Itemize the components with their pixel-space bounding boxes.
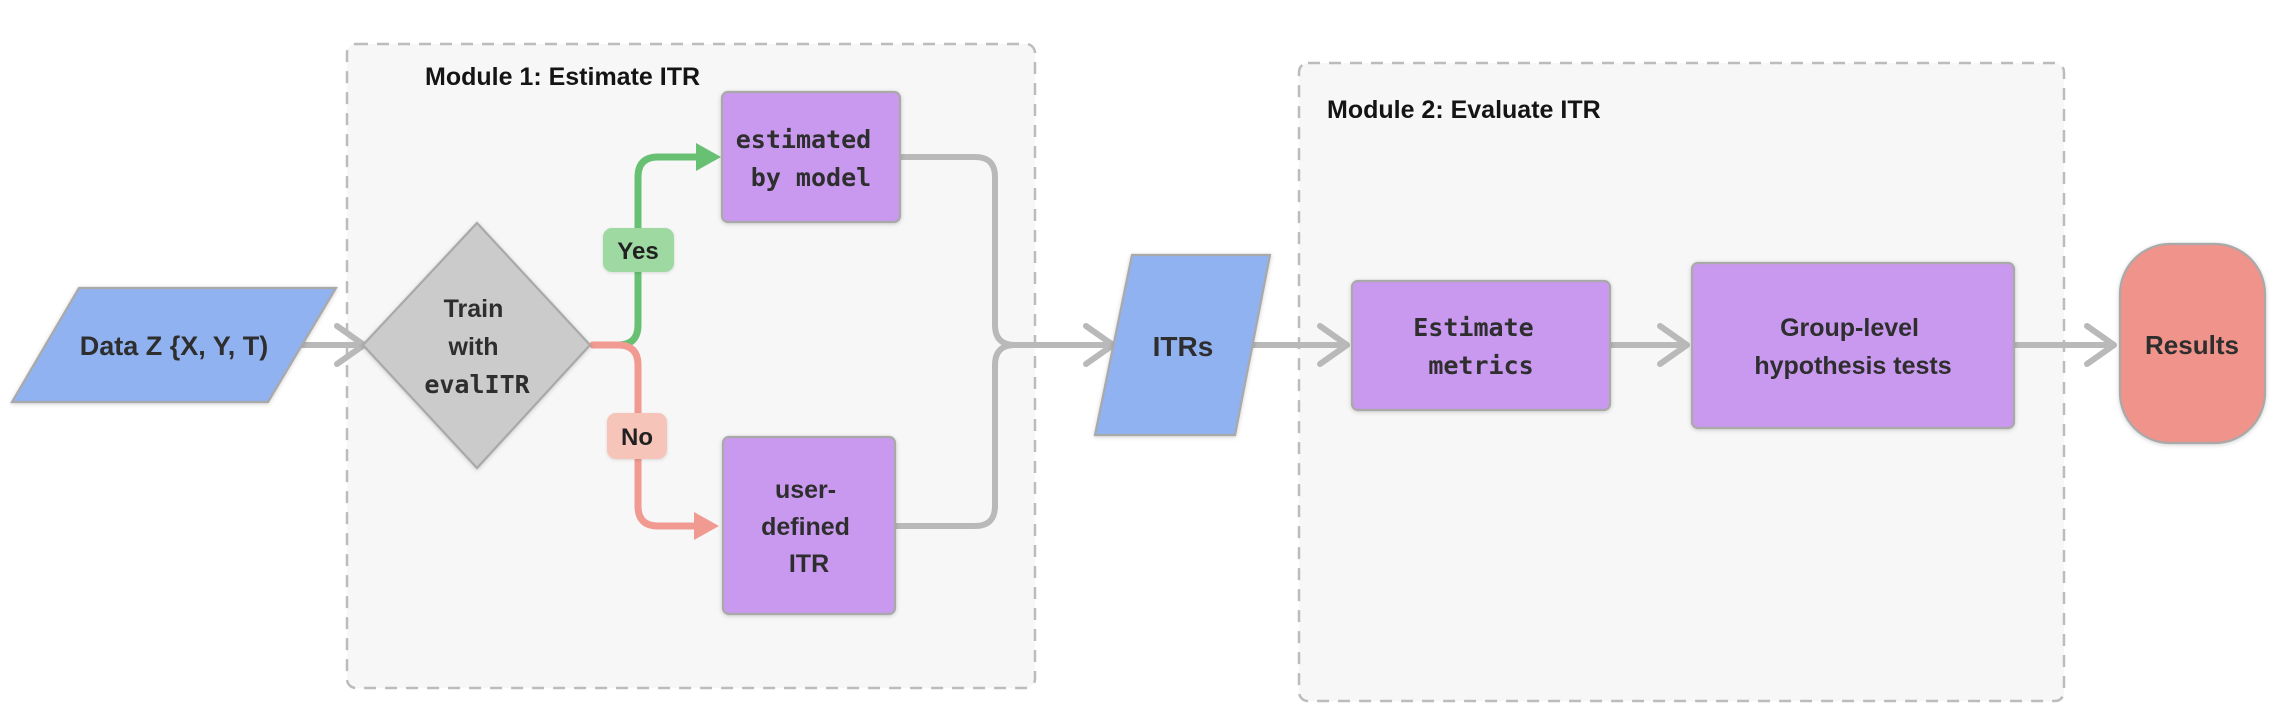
decision-label-line-1: Train	[444, 295, 504, 323]
arrowhead-tests-to-results-icon	[2084, 323, 2117, 367]
data-input-label: Data Z {X, Y, T)	[80, 331, 269, 361]
data-input-node: Data Z {X, Y, T)	[10, 286, 338, 404]
no-badge-shape	[607, 413, 667, 459]
decision-label-line-3: evalITR	[424, 370, 530, 399]
yes-badge-shape	[603, 228, 674, 272]
group-level-tests-line-1: Group-level	[1780, 314, 1919, 342]
user-defined-itr-shape	[721, 435, 897, 616]
user-defined-itr-line-1: user-	[775, 476, 836, 504]
no-badge: No	[607, 413, 667, 459]
arrowhead-yes-branch-icon	[696, 143, 721, 171]
results-node: Results	[2118, 242, 2267, 445]
user-defined-itr-line-2: defined	[761, 513, 850, 541]
estimated-by-model-label: estimated by model	[736, 125, 887, 192]
estimate-metrics-shape	[1350, 279, 1612, 412]
estimate-metrics-label: Estimate metrics	[1413, 313, 1548, 380]
arrowhead-no-branch-icon	[694, 512, 719, 540]
group-level-tests-line-2: hypothesis tests	[1754, 352, 1951, 380]
yes-badge-label: Yes	[617, 238, 658, 265]
data-input-shape	[10, 286, 338, 404]
itrs-label: ITRs	[1153, 331, 1214, 362]
module-2-title: Module 2: Evaluate ITR	[1327, 96, 1601, 124]
results-label: Results	[2145, 330, 2239, 360]
decision-label-line-2: with	[448, 333, 499, 361]
itrs-node: ITRs	[1093, 253, 1272, 437]
edge-badges: Yes No	[603, 228, 674, 459]
estimated-by-model-node: estimated by model	[720, 90, 902, 224]
estimate-metrics-line-2: metrics	[1428, 351, 1533, 380]
module-1-title: Module 1: Estimate ITR	[425, 63, 700, 91]
group-level-tests-node: Group-level hypothesis tests	[1690, 261, 2016, 430]
group-level-tests-label: Group-level hypothesis tests	[1754, 314, 1951, 380]
estimated-by-model-line-1: estimated	[736, 125, 871, 154]
yes-badge: Yes	[603, 228, 674, 272]
user-defined-itr-label: user- defined ITR	[761, 476, 857, 578]
estimated-by-model-shape	[720, 90, 902, 224]
user-defined-itr-node: user- defined ITR	[721, 435, 897, 616]
arrowhead-metrics-to-tests-icon	[1657, 323, 1690, 367]
estimate-metrics-node: Estimate metrics	[1350, 279, 1612, 412]
estimated-by-model-line-2: by model	[751, 163, 871, 192]
results-shape	[2118, 242, 2267, 445]
nodes: Data Z {X, Y, T) Train with evalITR esti…	[10, 90, 2267, 616]
no-badge-label: No	[621, 424, 653, 451]
group-level-tests-shape	[1690, 261, 2016, 430]
edge-user-to-itrs	[892, 342, 1018, 529]
itrs-shape	[1093, 253, 1272, 437]
decision-label: Train with evalITR	[424, 295, 530, 399]
decision-shape	[361, 221, 592, 470]
module-2-box	[1297, 61, 2066, 703]
arrowhead-itrs-to-metrics-icon	[1317, 323, 1350, 367]
user-defined-itr-line-3: ITR	[789, 550, 829, 578]
module-2: Module 2: Evaluate ITR	[1297, 61, 2066, 703]
decision-node: Train with evalITR	[361, 221, 592, 470]
estimate-metrics-line-1: Estimate	[1413, 313, 1533, 342]
